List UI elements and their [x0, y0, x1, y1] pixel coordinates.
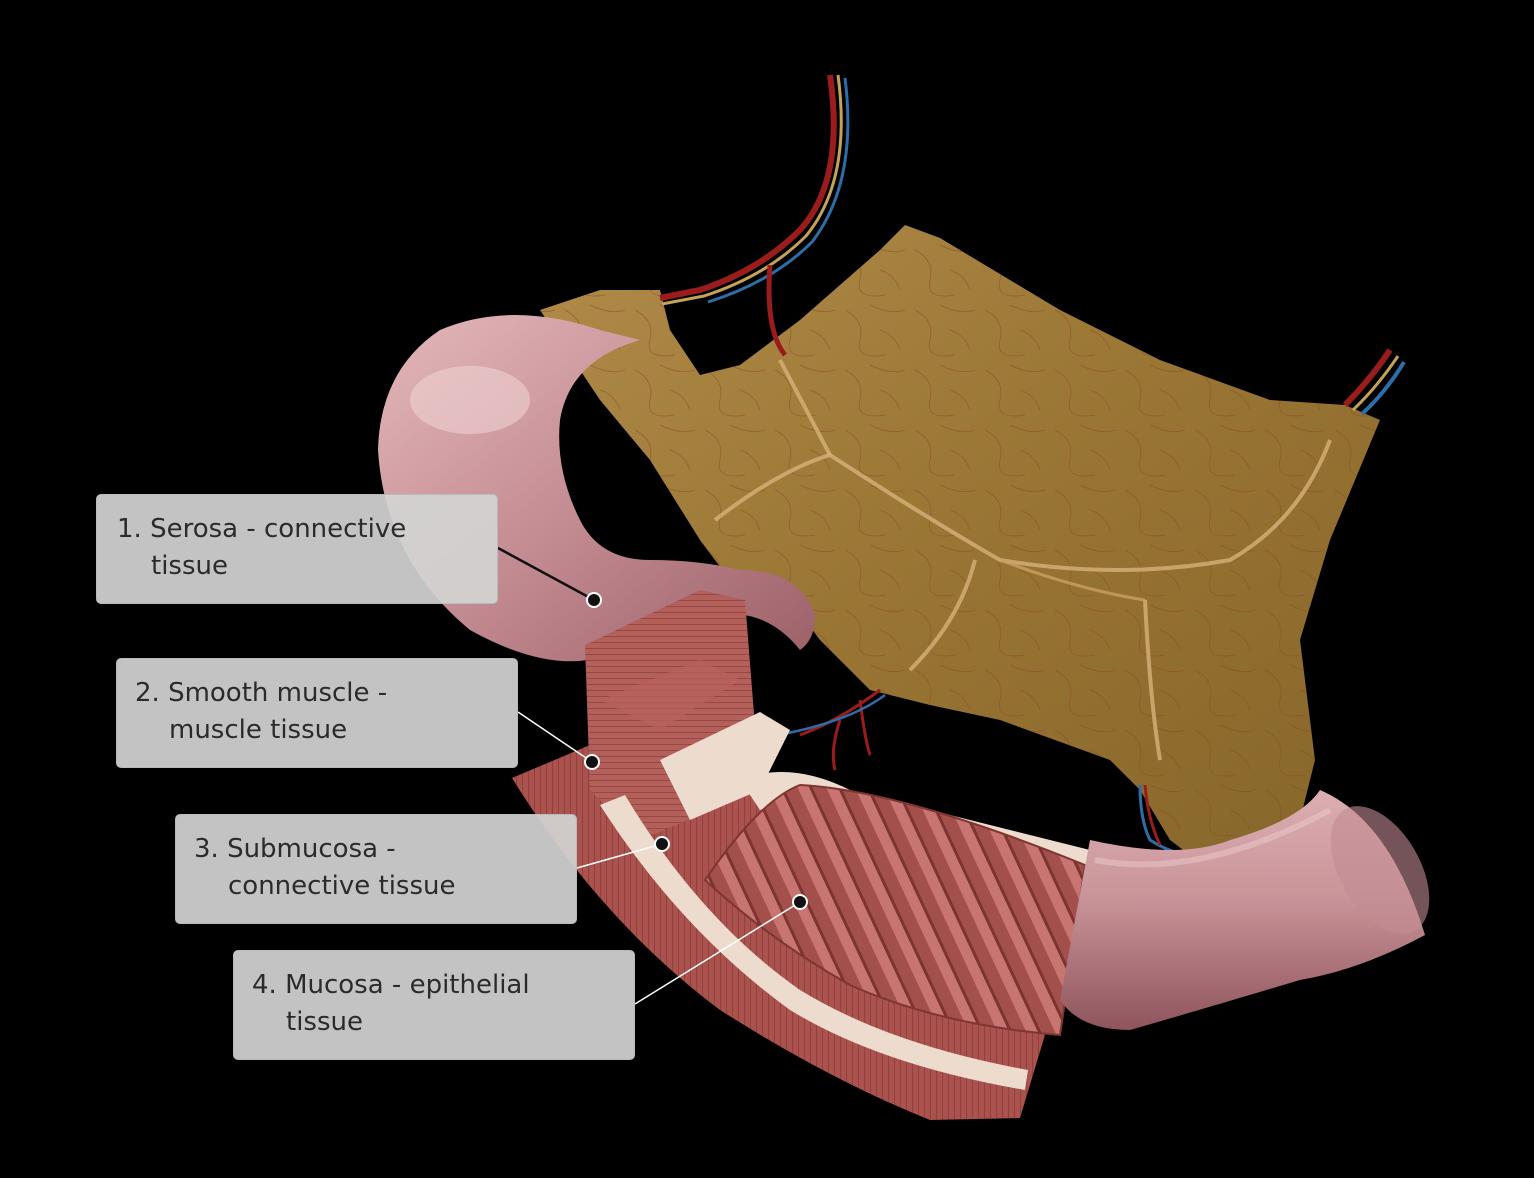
label-smooth-muscle: 2. Smooth muscle - muscle tissue: [116, 658, 518, 768]
mesentery: [540, 225, 1380, 855]
label-submucosa: 3. Submucosa - connective tissue: [175, 814, 577, 924]
label-mucosa-line2: tissue: [286, 1007, 363, 1037]
label-serosa-line2: tissue: [151, 551, 228, 581]
serosa-tube: [1060, 790, 1430, 1030]
label-smooth-muscle-line2: muscle tissue: [169, 715, 348, 745]
label-smooth-muscle-line1: 2. Smooth muscle -: [135, 678, 388, 708]
label-submucosa-line2: connective tissue: [228, 871, 456, 901]
label-serosa: 1. Serosa - connective tissue: [96, 494, 498, 604]
label-mucosa: 4. Mucosa - epithelial tissue: [233, 950, 635, 1060]
label-submucosa-line1: 3. Submucosa -: [194, 834, 396, 864]
label-mucosa-line1: 4. Mucosa - epithelial: [252, 970, 530, 1000]
label-serosa-line1: 1. Serosa - connective: [117, 514, 407, 544]
blood-vessels: [659, 74, 1406, 857]
